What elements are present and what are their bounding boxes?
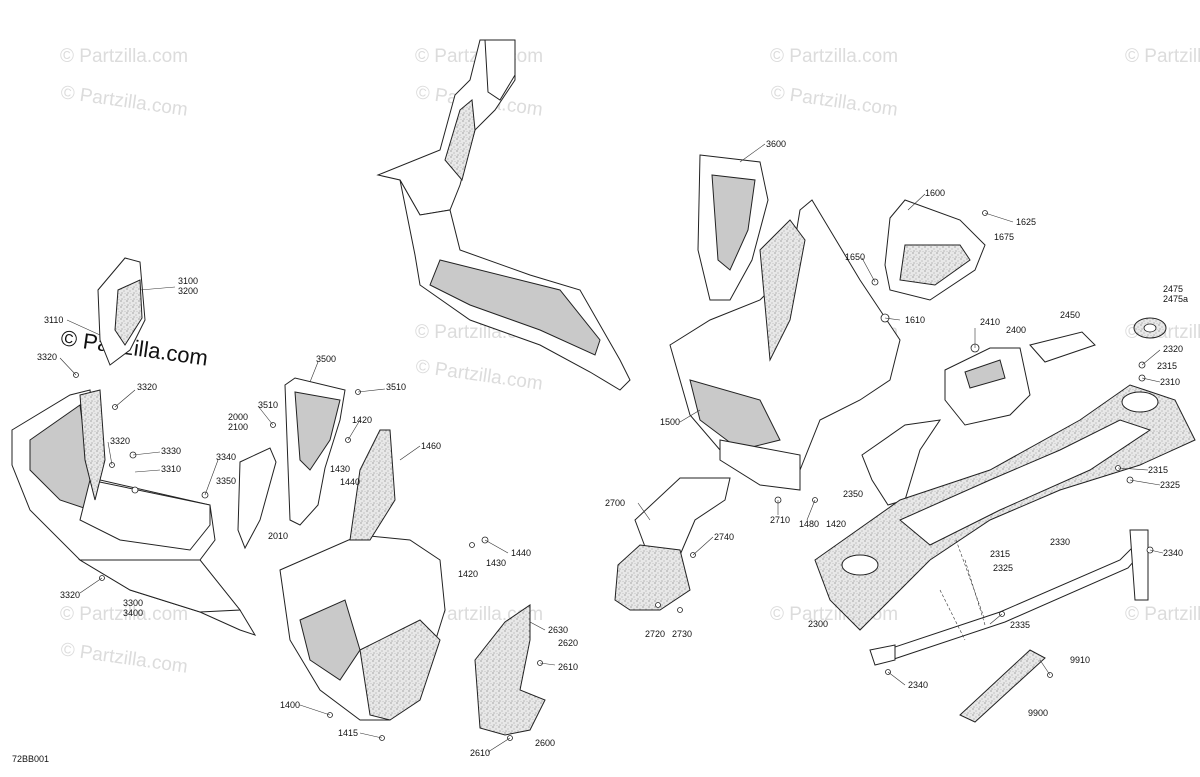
- center-console-part: [669, 199, 901, 491]
- callout-2315: 2315: [1148, 465, 1168, 475]
- callout-3510: 3510: [386, 382, 406, 392]
- callout-1480: 1480: [799, 519, 819, 529]
- callout-2335: 2335: [1010, 620, 1030, 630]
- callout-3300: 3300: [123, 598, 143, 608]
- callout-2610: 2610: [470, 748, 490, 758]
- watermark-text: © Partzilla.com: [59, 639, 189, 678]
- leader-lines: [59, 143, 1164, 753]
- callout-2450: 2450: [1060, 310, 1080, 320]
- callout-2720: 2720: [645, 629, 665, 639]
- callout-3330: 3330: [161, 446, 181, 456]
- callout-2400: 2400: [1006, 325, 1026, 335]
- callout-2340: 2340: [1163, 548, 1183, 558]
- callout-3200: 3200: [178, 286, 198, 296]
- callout-1430: 1430: [330, 464, 350, 474]
- callout-2340: 2340: [908, 680, 928, 690]
- watermark-text: © Partzilla.com: [59, 82, 189, 121]
- pillar-bracket-part: [97, 257, 146, 366]
- callout-1440: 1440: [511, 548, 531, 558]
- dash-pillar-part: [697, 154, 769, 301]
- callout-3310: 3310: [161, 464, 181, 474]
- watermark-text: © Partzilla.com: [1125, 604, 1200, 625]
- callout-1440: 1440: [340, 477, 360, 487]
- watermark-text: © Partzilla.com: [414, 356, 544, 395]
- callout-2100: 2100: [228, 422, 248, 432]
- center-tunnel-part: [814, 384, 1196, 631]
- callout-2000: 2000: [228, 412, 248, 422]
- callout-1500: 1500: [660, 417, 680, 427]
- callout-1400: 1400: [280, 700, 300, 710]
- callout-2010: 2010: [268, 531, 288, 541]
- callout-1420: 1420: [352, 415, 372, 425]
- callout-3510: 3510: [258, 400, 278, 410]
- callout-2710: 2710: [770, 515, 790, 525]
- callout-1650: 1650: [845, 252, 865, 262]
- callout-2350: 2350: [843, 489, 863, 499]
- callout-1430: 1430: [486, 558, 506, 568]
- callout-2330: 2330: [1050, 537, 1070, 547]
- cap-part: [1133, 317, 1167, 339]
- door-panel-part: [284, 377, 346, 526]
- callout-3320: 3320: [137, 382, 157, 392]
- callout-2410: 2410: [980, 317, 1000, 327]
- callout-3320: 3320: [110, 436, 130, 446]
- watermark-text: © Partzilla.com: [60, 46, 188, 67]
- callout-2600: 2600: [535, 738, 555, 748]
- callout-3320: 3320: [37, 352, 57, 362]
- callout-2315: 2315: [1157, 361, 1177, 371]
- callout-2740: 2740: [714, 532, 734, 542]
- callout-1420: 1420: [458, 569, 478, 579]
- callout-3350: 3350: [216, 476, 236, 486]
- callout-1625: 1625: [1016, 217, 1036, 227]
- callout-3110: 3110: [44, 315, 63, 325]
- callout-2310: 2310: [1160, 377, 1180, 387]
- watermark-text: © Partzilla.com: [769, 82, 899, 121]
- left-side-panel-part: [11, 389, 257, 636]
- callout-1600: 1600: [925, 188, 945, 198]
- watermark-text: © Partzilla.com: [60, 604, 188, 625]
- console-box-part: [944, 347, 1031, 426]
- callout-2620: 2620: [558, 638, 578, 648]
- callout-2610: 2610: [558, 662, 578, 672]
- callout-3500: 3500: [316, 354, 336, 364]
- side-guard-part: [474, 604, 546, 736]
- callout-2730: 2730: [672, 629, 692, 639]
- callout-3600: 3600: [766, 139, 786, 149]
- callout-3320: 3320: [60, 590, 80, 600]
- upper-bracket-part: [884, 199, 986, 301]
- callout-2475a: 2475a: [1163, 294, 1188, 304]
- callout-3100: 3100: [178, 276, 198, 286]
- skid-plate-part: [959, 649, 1046, 723]
- front-side-part: [614, 477, 731, 611]
- callout-2320: 2320: [1163, 344, 1183, 354]
- small-panel-part: [237, 447, 277, 550]
- callout-9900: 9900: [1028, 708, 1048, 718]
- callout-1610: 1610: [905, 315, 925, 325]
- callout-1460: 1460: [421, 441, 441, 451]
- callout-2315: 2315: [990, 549, 1010, 559]
- tunnel-side-panel-part: [861, 419, 942, 506]
- callout-3400: 3400: [123, 608, 143, 618]
- callout-2700: 2700: [605, 498, 625, 508]
- watermark-text: © Partzilla.com: [1125, 46, 1200, 67]
- callout-2475: 2475: [1163, 284, 1183, 294]
- callout-2325: 2325: [993, 563, 1013, 573]
- upper-pillar-part: [376, 39, 631, 391]
- diagram-code: 72BB001: [12, 754, 49, 764]
- callout-1675: 1675: [994, 232, 1014, 242]
- dashed-leaders: [939, 539, 986, 641]
- callout-2325: 2325: [1160, 480, 1180, 490]
- callout-2300: 2300: [808, 619, 828, 629]
- watermark-text: © Partzilla.com: [770, 46, 898, 67]
- callout-2630: 2630: [548, 625, 568, 635]
- callout-9910: 9910: [1070, 655, 1090, 665]
- callout-1420: 1420: [826, 519, 846, 529]
- callout-1415: 1415: [338, 728, 358, 738]
- storage-lid-part: [1029, 331, 1096, 363]
- support-rail-part: [869, 529, 1149, 666]
- lower-door-part: [279, 429, 446, 721]
- callout-labels: 3100 3200 3110 3320 3320 3320 3330 3310 …: [37, 139, 1188, 758]
- callout-3340: 3340: [216, 452, 236, 462]
